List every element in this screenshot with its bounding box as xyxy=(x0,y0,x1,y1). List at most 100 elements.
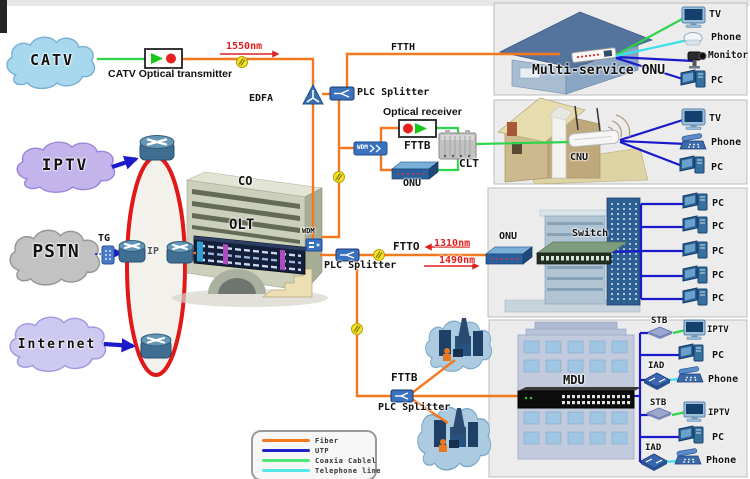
wavelength-1310-label: 1310nm xyxy=(434,238,471,249)
top-strip xyxy=(0,0,750,6)
stb-label: STB xyxy=(651,316,668,326)
pc-label: PC xyxy=(711,162,724,173)
fttb-receiver-label: FTTB xyxy=(404,139,431,152)
catv-transmitter-label: CATV Optical transmitter xyxy=(108,68,233,80)
fiber-lines xyxy=(182,52,560,424)
clt-label: CLT xyxy=(459,157,479,170)
wdm-branch-device xyxy=(353,141,388,156)
tg-label: TG xyxy=(98,233,111,244)
tg-device xyxy=(101,245,115,265)
optical-receiver-label: Optical receiver xyxy=(383,106,462,118)
pc-icon xyxy=(678,425,704,444)
utp-swatch xyxy=(262,449,310,452)
iptv-monitor-icon xyxy=(683,319,706,340)
iptv-cloud-label: IPTV xyxy=(41,155,89,174)
iad-icon xyxy=(640,453,668,471)
phone-label: Phone xyxy=(711,137,742,148)
pc-icon xyxy=(680,69,706,88)
phone-label: Phone xyxy=(708,374,739,385)
legend-row-fiber: Fiber xyxy=(253,437,375,445)
plc-splitter-2 xyxy=(335,248,360,262)
multi-service-onu-label: Multi-service ONU xyxy=(532,63,666,78)
plc-splitter-1-label: PLC Splitter xyxy=(357,87,430,98)
iad-label: IAD xyxy=(645,443,662,453)
corner-artifact xyxy=(0,0,7,33)
pc-label: PC xyxy=(712,432,725,443)
catv-cloud-label: CATV xyxy=(29,51,75,69)
terminal-icon xyxy=(453,349,463,357)
tv-label: TV xyxy=(709,113,722,124)
pc-icon xyxy=(682,240,708,259)
legend-telephone-label: Telephone line xyxy=(315,466,382,475)
fttb-mdu-label: FTTB xyxy=(391,371,418,384)
internet-cloud-label: Internet xyxy=(17,337,97,352)
service-arrows xyxy=(95,155,139,353)
wavelength-1490-label: 1490nm xyxy=(439,255,476,266)
onu-office-label: ONU xyxy=(499,231,518,242)
pc-label: PC xyxy=(712,270,725,281)
wdm-olt-device xyxy=(305,238,323,252)
wdm-branch-label: WDM xyxy=(357,144,368,151)
city-cloud-2 xyxy=(416,406,492,471)
coax-lines xyxy=(97,17,687,417)
router-iptv xyxy=(139,135,175,161)
iad-icon xyxy=(643,372,671,390)
legend: Fiber UTP Coaxia Cablel Telephone line xyxy=(251,430,381,479)
wdm-olt-label: WDM xyxy=(302,227,315,235)
monitor-camera-icon xyxy=(687,51,707,69)
wavelength-arrows xyxy=(220,50,480,270)
terminal-icon xyxy=(449,440,459,448)
switch-device xyxy=(535,241,629,265)
pc-icon xyxy=(682,287,708,306)
optical-receiver-device xyxy=(398,119,437,138)
edfa-label: EDFA xyxy=(249,93,274,104)
plc-splitter-2-label: PLC Splitter xyxy=(324,260,397,271)
tv-icon xyxy=(681,108,706,130)
legend-row-telephone: Telephone line xyxy=(253,467,381,475)
cnu-label: CNU xyxy=(570,152,589,163)
ftth-label: FTTH xyxy=(391,42,416,53)
edfa-icon xyxy=(302,83,324,105)
utp-lines xyxy=(611,55,695,464)
plc-splitter-3-label: PLC Splitter xyxy=(378,402,451,413)
stb-label: STB xyxy=(650,398,667,408)
wavelength-1550-label: 1550nm xyxy=(226,41,263,52)
pc-label: PC xyxy=(712,350,725,361)
catv-optical-transmitter xyxy=(144,48,183,69)
phone-label: Phone xyxy=(711,32,742,43)
ftto-label: FTTO xyxy=(393,240,420,253)
iad-label: IAD xyxy=(648,361,665,371)
plc-splitter-3 xyxy=(390,389,414,403)
pc-icon xyxy=(682,215,708,234)
stairs xyxy=(261,268,313,298)
tower-icon xyxy=(452,408,466,434)
pc-icon xyxy=(682,265,708,284)
mdu-building xyxy=(517,321,635,460)
city-cloud-1 xyxy=(424,318,493,372)
person-icon xyxy=(440,439,446,445)
iptv-label: IPTV xyxy=(708,408,730,418)
mdu-label: MDU xyxy=(563,373,585,387)
phone-icon xyxy=(676,366,704,383)
pc-label: PC xyxy=(711,75,724,86)
pc-icon xyxy=(682,192,708,211)
tower-icon xyxy=(457,318,471,344)
legend-fiber-label: Fiber xyxy=(315,436,339,445)
tv-label: TV xyxy=(709,9,722,20)
pc-icon xyxy=(678,343,704,362)
pc-icon xyxy=(679,155,705,174)
pstn-cloud-label: PSTN xyxy=(32,241,80,262)
co-label: CO xyxy=(238,174,253,188)
coax-house xyxy=(497,97,649,185)
iptv-label: IPTV xyxy=(707,325,729,335)
monitor-label: Monitor xyxy=(708,50,749,61)
fiber-connectors xyxy=(236,56,385,335)
pc-label: PC xyxy=(712,293,725,304)
legend-row-coax: Coaxia Cablel xyxy=(253,457,376,465)
onu-branch-device xyxy=(390,161,440,180)
onu-branch-label: ONU xyxy=(403,178,422,189)
phone-icon xyxy=(674,448,702,465)
phone-icon xyxy=(683,32,703,46)
